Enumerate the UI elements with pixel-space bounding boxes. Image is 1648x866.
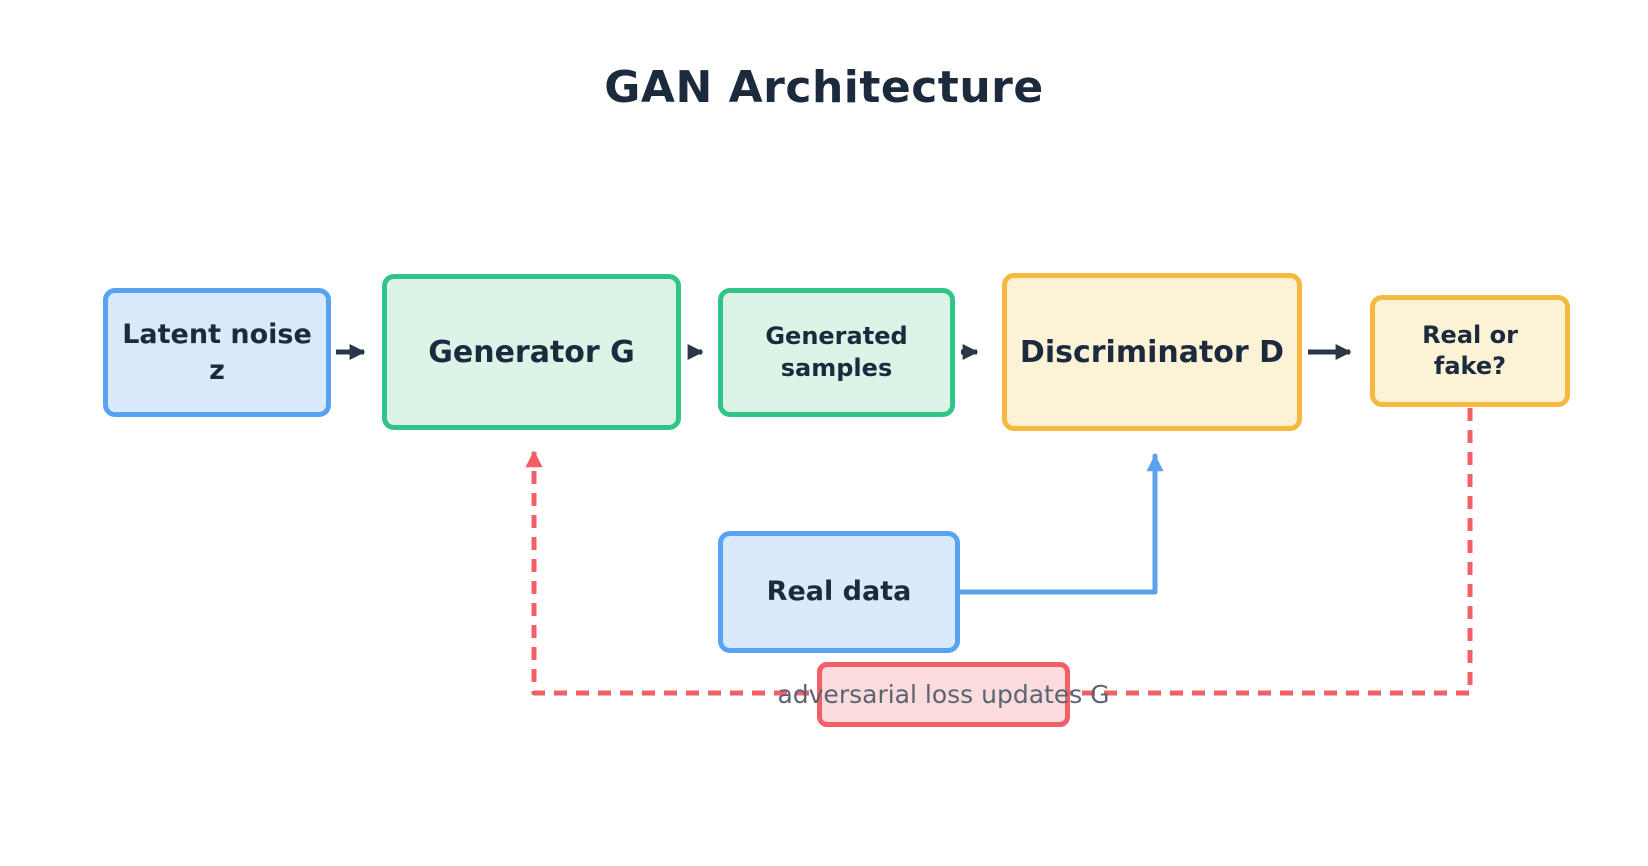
node-real-data: Real data: [718, 531, 960, 653]
node-generated-samples: Generated samples: [718, 288, 955, 417]
node-generator: Generator G: [382, 274, 681, 430]
node-label: samples: [780, 353, 893, 382]
node-real-or-fake: Real or fake?: [1370, 295, 1570, 407]
node-label: Real data: [766, 576, 912, 608]
node-label: Generator G: [428, 334, 635, 370]
node-label: Latent noise: [122, 319, 312, 351]
node-label: z: [209, 354, 225, 386]
loop-label-box: adversarial loss updates G: [777, 662, 1110, 727]
node-label: fake?: [1433, 352, 1507, 380]
node-label: Generated: [765, 322, 908, 351]
diagram-title: GAN Architecture: [604, 62, 1044, 113]
dashed-arrow-verdict-to-generator: [525, 408, 1473, 696]
loop-label-text: adversarial loss updates G: [777, 680, 1110, 709]
node-discriminator: Discriminator D: [1002, 273, 1302, 431]
arrow-realdata-to-discriminator: [957, 453, 1164, 595]
node-label: Real or: [1422, 320, 1518, 349]
node-label: Discriminator D: [1019, 334, 1285, 370]
node-latent-noise: Latent noise z: [103, 288, 331, 417]
